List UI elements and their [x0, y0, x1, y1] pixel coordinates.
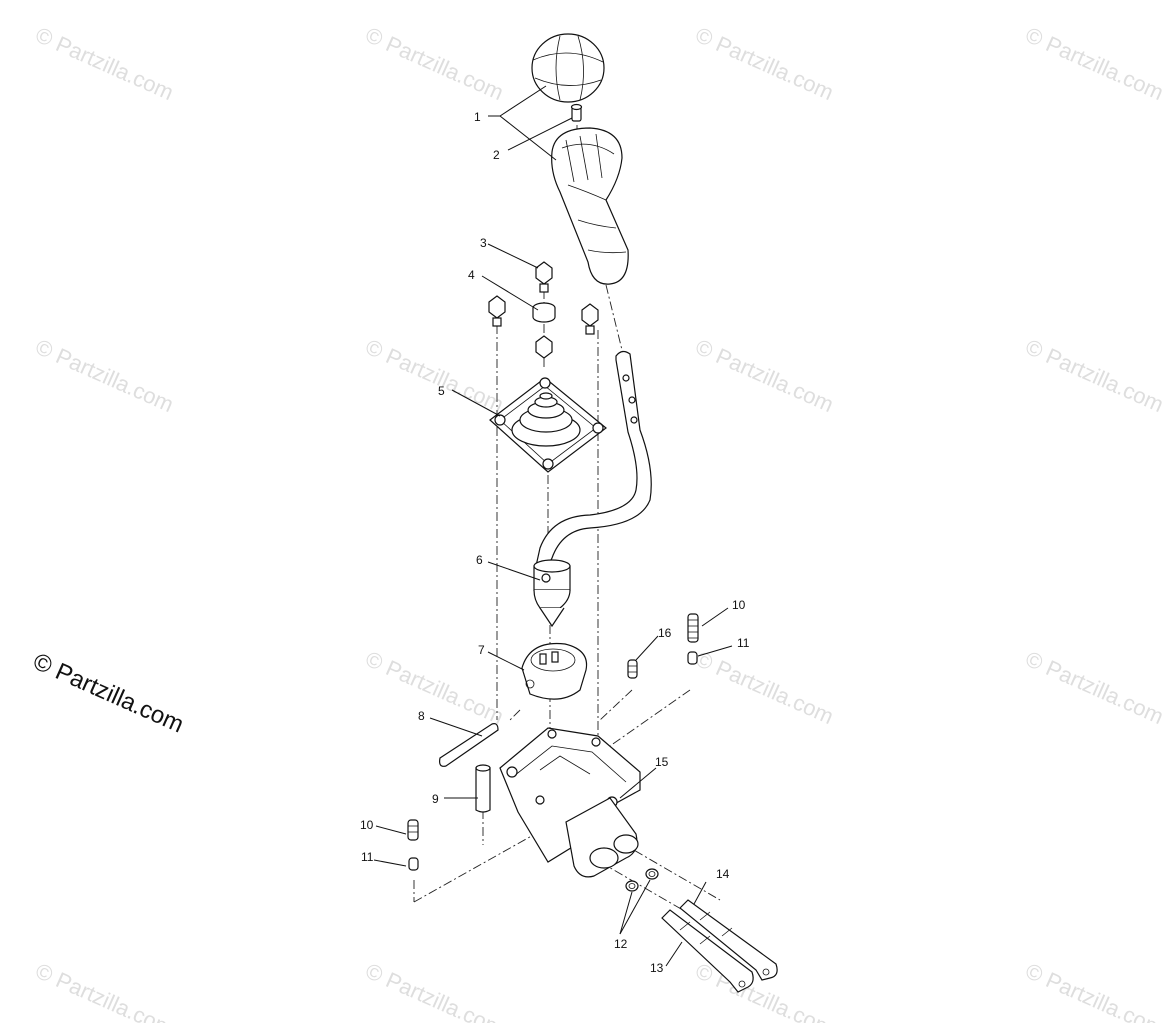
callout-14: 14	[716, 867, 730, 881]
shift-rod	[661, 909, 754, 993]
bolt	[488, 295, 506, 327]
callout-1: 1	[474, 110, 481, 124]
detent-spring	[407, 819, 419, 841]
shifter-boot-plate	[489, 377, 607, 473]
leader-lines	[373, 85, 733, 967]
bushing	[532, 302, 556, 323]
callout-13: 13	[650, 961, 664, 975]
nut	[535, 261, 553, 293]
callout-10-lower: 10	[360, 818, 374, 832]
callout-11-lower: 11	[361, 850, 374, 864]
nut	[535, 335, 553, 359]
callout-6: 6	[476, 553, 483, 567]
callout-10-upper: 10	[732, 598, 746, 612]
callout-7: 7	[478, 643, 485, 657]
long-pin	[439, 723, 499, 767]
detent-spring	[687, 613, 699, 643]
shifter-housing	[499, 727, 641, 878]
callout-4: 4	[468, 268, 475, 282]
bolt	[581, 303, 599, 335]
detent-plunger	[408, 857, 419, 871]
callout-3: 3	[480, 236, 487, 250]
callout-numbers: 1 2 3 4 5 6 7 8 9 10 10 11 11 12 13 14 1…	[360, 110, 750, 975]
o-ring	[645, 868, 659, 880]
callout-12: 12	[614, 937, 628, 951]
callout-2: 2	[493, 148, 500, 162]
callout-8: 8	[418, 709, 425, 723]
shift-knob	[531, 33, 605, 103]
shift-rod	[679, 899, 778, 981]
detent-plunger	[687, 651, 698, 665]
callout-9: 9	[432, 792, 439, 806]
set-screw	[570, 103, 583, 122]
shift-lever	[533, 350, 652, 628]
callout-11-upper: 11	[737, 636, 750, 650]
callout-15: 15	[655, 755, 669, 769]
o-ring	[625, 880, 639, 892]
shift-boot	[551, 127, 629, 285]
dowel-pin	[475, 764, 491, 813]
callout-5: 5	[438, 384, 445, 398]
callout-16: 16	[658, 626, 672, 640]
shift-cam	[521, 642, 588, 700]
small-spring	[627, 659, 638, 679]
